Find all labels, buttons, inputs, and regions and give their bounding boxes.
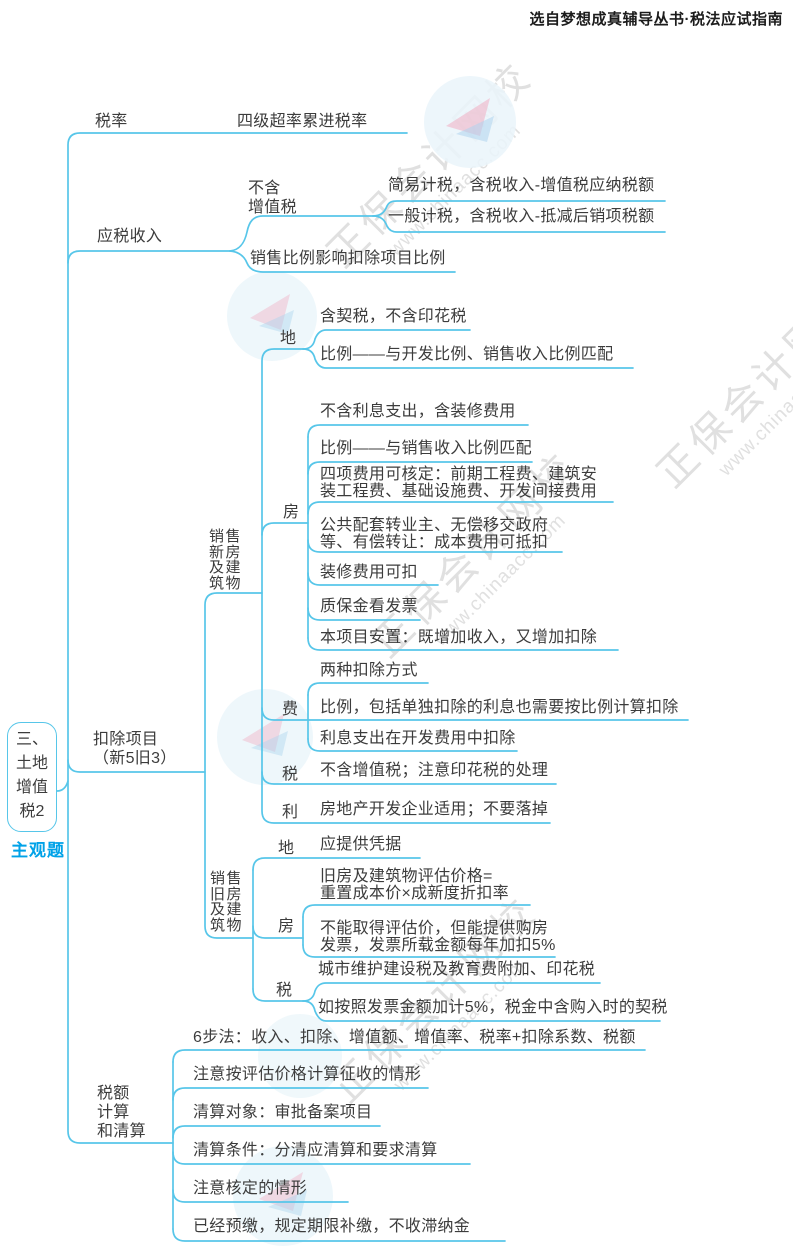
node-sales-ratio: 销售比例影响扣除项目比例 bbox=[250, 250, 446, 267]
node-calculation-item: 注意核定的情形 bbox=[193, 1180, 308, 1197]
node-old-land-item: 应提供凭据 bbox=[320, 836, 402, 853]
node-new-house-item: 装修费用可扣 bbox=[320, 564, 418, 581]
node-calculation-item: 6步法：收入、扣除、增值额、增值率、税率+扣除系数、税额 bbox=[193, 1029, 636, 1046]
node-new-interest-item: 房地产开发企业适用；不要落掉 bbox=[320, 801, 549, 818]
node-calculation-item: 清算条件：分清应清算和要求清算 bbox=[193, 1142, 438, 1159]
node-new-house-item: 四项费用可核定：前期工程费、建筑安 装工程费、基础设施费、开发间接费用 bbox=[320, 466, 598, 500]
node-no-vat: 不含 增值税 bbox=[248, 180, 297, 216]
node-old-house-item: 不能取得评估价，但能提供购房 发票，发票所载金额每年加扣5% bbox=[320, 920, 556, 954]
node-new-house-item: 质保金看发票 bbox=[320, 598, 418, 615]
node-old-tax: 税 bbox=[276, 982, 293, 999]
node-new-land: 地 bbox=[280, 330, 297, 347]
node-new-fee: 费 bbox=[282, 701, 299, 718]
node-calculation-item: 注意按评估价格计算征收的情形 bbox=[193, 1066, 422, 1083]
node-tax-rate-detail: 四级超率累进税率 bbox=[237, 113, 368, 130]
node-new-tax: 税 bbox=[282, 766, 299, 783]
node-new-land-item: 比例——与开发比例、销售收入比例匹配 bbox=[320, 346, 614, 363]
root-node: 三、 土地 增值 税2 bbox=[7, 722, 57, 832]
node-new-fee-item: 利息支出在开发费用中扣除 bbox=[320, 730, 516, 747]
node-new-fee-item: 比例，包括单独扣除的利息也需要按比例计算扣除 bbox=[320, 699, 679, 716]
node-simple-taxation: 简易计税，含税收入-增值税应纳税额 bbox=[388, 177, 655, 194]
node-old-tax-item: 城市维护建设税及教育费附加、印花税 bbox=[318, 961, 596, 978]
node-new-interest: 利 bbox=[282, 804, 299, 821]
node-calculation-item: 已经预缴，规定期限补缴，不收滞纳金 bbox=[193, 1218, 471, 1235]
node-old-house: 房 bbox=[278, 918, 295, 935]
node-new-house-item: 比例——与销售收入比例匹配 bbox=[320, 440, 532, 457]
node-new-house: 房 bbox=[283, 504, 300, 521]
node-calculation: 税额 计算 和清算 bbox=[97, 1085, 146, 1140]
node-new-house-item: 本项目安置：既增加收入，又增加扣除 bbox=[320, 629, 598, 646]
node-calculation-item: 清算对象：审批备案项目 bbox=[193, 1104, 373, 1121]
node-taxable-income: 应税收入 bbox=[97, 228, 163, 245]
node-old-building: 销售 旧房 及建 筑物 bbox=[210, 870, 244, 934]
node-old-tax-item: 如按照发票金额加计5%，税金中含购入时的契税 bbox=[318, 999, 668, 1016]
node-deduction-items: 扣除项目 （新5旧3） bbox=[93, 731, 177, 767]
node-new-land-item: 含契税，不含印花税 bbox=[320, 308, 467, 325]
node-old-house-item: 旧房及建筑物评估价格= 重置成本价×成新度折扣率 bbox=[320, 868, 509, 902]
node-new-tax-item: 不含增值税；注意印花税的处理 bbox=[320, 762, 549, 779]
node-new-building: 销售 新房 及建 筑物 bbox=[209, 528, 243, 592]
node-general-taxation: 一般计税，含税收入-抵减后销项税额 bbox=[388, 208, 655, 225]
page-source-caption: 选自梦想成真辅导丛书·税法应试指南 bbox=[529, 11, 783, 28]
node-new-house-item: 不含利息支出，含装修费用 bbox=[320, 403, 516, 420]
node-old-land: 地 bbox=[278, 840, 295, 857]
root-tag: 主观题 bbox=[11, 841, 65, 860]
node-new-fee-item: 两种扣除方式 bbox=[320, 662, 418, 679]
node-tax-rate: 税率 bbox=[95, 113, 128, 130]
node-new-house-item: 公共配套转业主、无偿移交政府 等、有偿转让：成本费用可抵扣 bbox=[320, 517, 549, 551]
